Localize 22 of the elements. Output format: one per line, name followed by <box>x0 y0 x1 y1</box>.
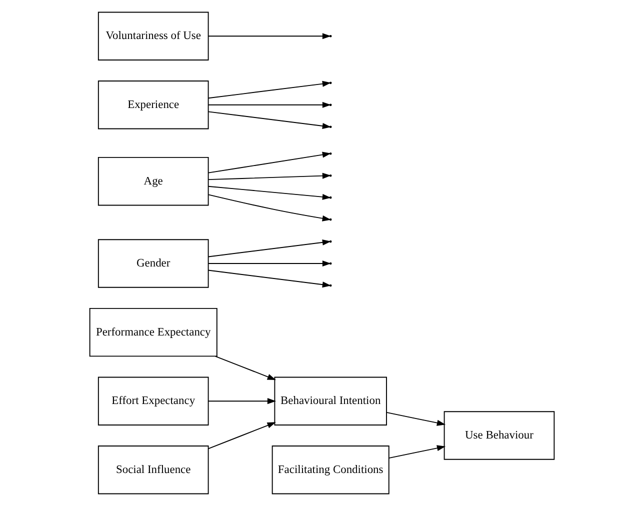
node-box: Voluntariness of Use <box>97 12 208 60</box>
node-box: Performance Expectancy <box>88 308 217 357</box>
arrow <box>207 422 276 450</box>
arrow <box>207 111 331 129</box>
arrow <box>388 445 446 459</box>
arrow <box>207 172 331 180</box>
arrow <box>207 152 331 174</box>
node-box: Age <box>97 156 208 206</box>
arrow <box>207 398 276 404</box>
arrow <box>207 33 331 40</box>
node-box: Use Behaviour <box>443 411 554 460</box>
arrow <box>207 102 331 108</box>
node-box: Effort Expectancy <box>97 376 208 426</box>
node-box: Gender <box>97 239 208 288</box>
arrow <box>207 239 331 258</box>
node-box: Experience <box>97 80 208 130</box>
arrow <box>207 270 331 288</box>
node-box: Facilitating Conditions <box>271 446 389 494</box>
node-box: Social Influence <box>97 446 208 494</box>
arrow <box>386 412 446 426</box>
arrow <box>214 356 276 380</box>
node-box: Behavioural Intention <box>274 376 386 426</box>
